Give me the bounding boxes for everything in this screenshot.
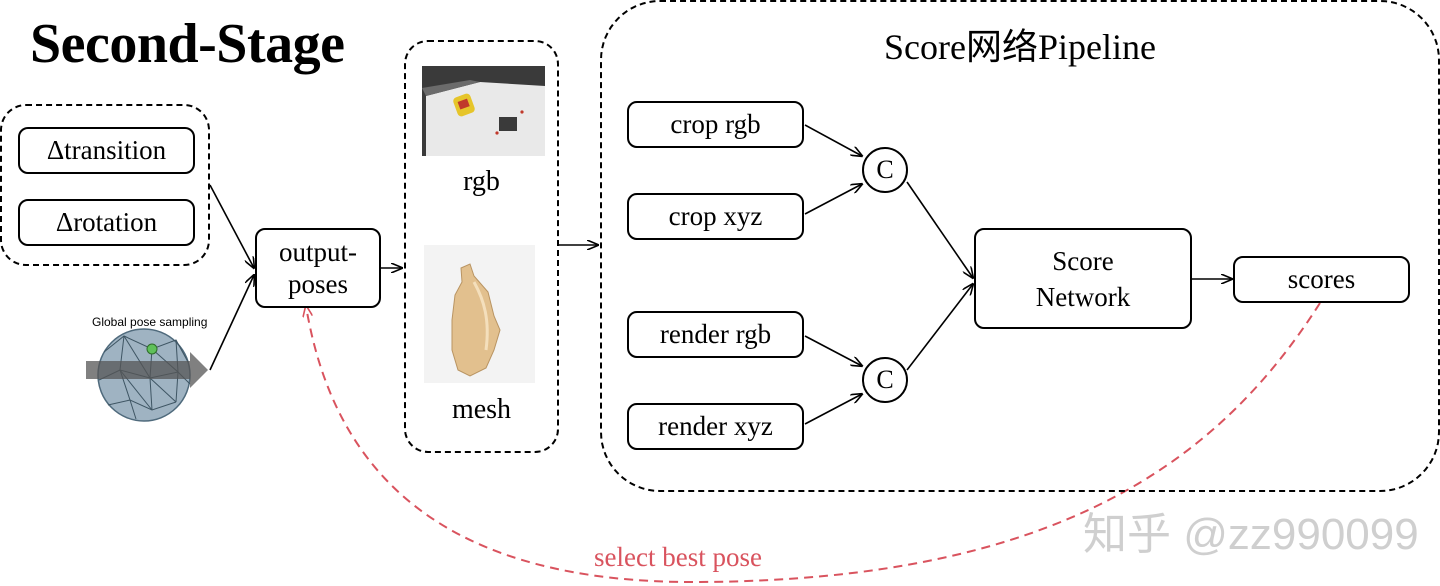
render-group [404,40,559,453]
arrow-c-bottom-to-network [906,284,973,371]
arrow-render-rgb-to-c [804,335,862,366]
transition-box: Δtransition [18,127,195,174]
arrow-crop-rgb-to-c [804,124,862,156]
render-xyz-box: render xyz [627,403,804,450]
crop-xyz-box: crop xyz [627,193,804,240]
select-best-pose-label: select best pose [594,542,762,572]
arrow-c-top-to-network [906,181,973,278]
output-poses-box: output- poses [255,228,381,308]
page-title: Second-Stage [30,13,345,75]
score-network-label: Score Network [1035,245,1131,312]
sampling-caption: Global pose sampling [92,315,208,329]
mesh-label: mesh [451,394,512,425]
watermark: 知乎 @zz990099 [1083,510,1419,559]
rotation-box: Δrotation [18,199,195,246]
arrow-crop-xyz-to-c [804,184,862,215]
arrow-render-xyz-to-c [804,394,862,425]
arrow-inputs-to-poses [209,184,254,268]
output-poses-label: output- poses [279,237,357,299]
concat-bottom-node: C [862,357,908,403]
score-network-box: Score Network [974,228,1192,329]
crop-rgb-box: crop rgb [627,101,804,148]
pipeline-title: Score网络Pipeline [884,27,1156,67]
render-rgb-box: render rgb [627,311,804,358]
concat-top-node: C [862,147,908,193]
scores-box: scores [1233,256,1410,303]
feedback-arrow [306,302,1321,584]
inputs-group [0,104,210,266]
arrow-sampling-to-poses [209,275,254,371]
rgb-label: rgb [463,166,500,197]
pipeline-group [600,0,1440,492]
